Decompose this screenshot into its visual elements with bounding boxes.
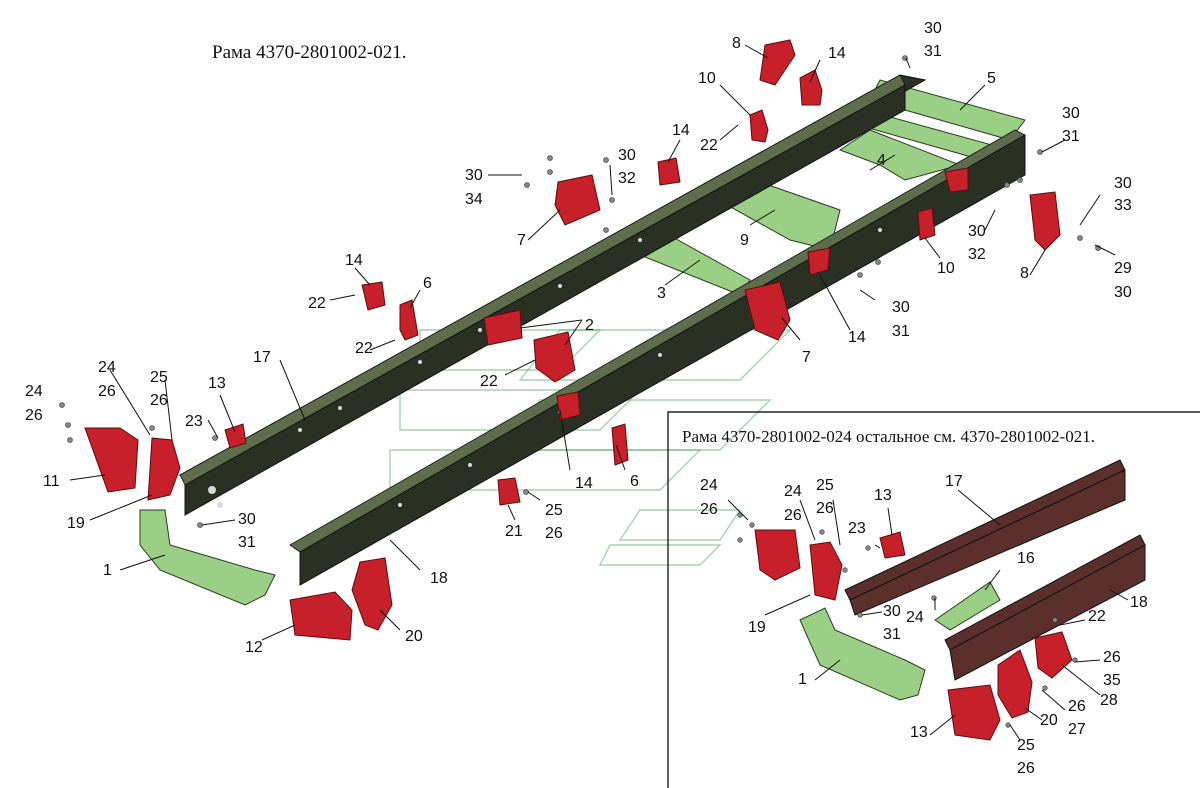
callout: 30 (1062, 105, 1080, 122)
main-callout-labels: 8 14 30 31 5 10 14 22 30 31 4 30 32 30 3… (25, 20, 1132, 656)
callout: 16 (1017, 550, 1035, 567)
callout: 14 (672, 122, 690, 139)
callout: 27 (1068, 721, 1086, 738)
callout: 26 (1017, 760, 1035, 777)
callout: 22 (355, 340, 373, 357)
callout: 30 (1114, 284, 1132, 301)
callout: 24 (98, 359, 116, 376)
callout: 18 (1130, 594, 1148, 611)
callout: 26 (25, 407, 43, 424)
callout: 10 (698, 70, 716, 87)
callout: 32 (968, 246, 986, 263)
callout: 26 (816, 500, 834, 517)
callout: 25 (816, 477, 834, 494)
callout: 24 (700, 477, 718, 494)
callout: 11 (43, 473, 60, 490)
callout: 13 (910, 724, 928, 741)
callout: 22 (308, 295, 326, 312)
main-title: Рама 4370-2801002-021. (212, 42, 406, 63)
callout: 10 (937, 260, 955, 277)
callout: 26 (784, 507, 802, 524)
crossmember-4 (838, 129, 962, 181)
callout: 30 (238, 511, 256, 528)
callout: 24 (25, 383, 43, 400)
callout: 26 (150, 392, 168, 409)
callout: 30 (892, 299, 910, 316)
callout: 26 (1068, 698, 1086, 715)
callout: 14 (345, 252, 363, 269)
callout: 31 (883, 626, 901, 643)
callout: 22 (700, 137, 718, 154)
callout: 2 (585, 317, 594, 334)
callout: 31 (892, 323, 910, 340)
callout: 22 (480, 373, 498, 390)
callout: 29 (1114, 260, 1132, 277)
callout: 30 (968, 223, 986, 240)
callout: 5 (987, 70, 996, 87)
callout: 31 (1062, 128, 1080, 145)
callout: 25 (545, 502, 563, 519)
callout: 33 (1114, 197, 1132, 214)
callout: 13 (874, 487, 892, 504)
callout: 6 (423, 275, 432, 292)
callout: 23 (185, 413, 203, 430)
callout: 4 (877, 152, 886, 169)
frame-rail-18 (289, 129, 1026, 586)
callout: 31 (238, 534, 256, 551)
callout: 20 (1040, 712, 1058, 729)
callout: 3 (657, 285, 666, 302)
callout: 1 (798, 671, 807, 688)
callout: 19 (748, 619, 766, 636)
callout: 30 (1114, 175, 1132, 192)
callout: 18 (430, 570, 448, 587)
callout: 24 (784, 483, 802, 500)
callout: 30 (883, 603, 901, 620)
callout: 17 (253, 349, 271, 366)
callout: 12 (245, 639, 263, 656)
callout: 30 (924, 20, 942, 37)
callout: 26 (545, 525, 563, 542)
callout: 24 (906, 609, 924, 626)
callout: 1 (103, 562, 112, 579)
callout: 35 (1103, 672, 1121, 689)
callout: 14 (848, 329, 866, 346)
bolts (59, 55, 1101, 528)
callout: 14 (828, 45, 846, 62)
callout: 23 (848, 520, 866, 537)
inset-panel: Рама 4370-2801002-024 остальное см. 4370… (667, 411, 1200, 788)
callout: 25 (150, 369, 168, 386)
callout: 22 (1088, 608, 1106, 625)
callout: 30 (618, 147, 636, 164)
callout: 31 (924, 43, 942, 60)
callout: 7 (517, 232, 526, 249)
callout: 34 (465, 191, 483, 208)
callout: 25 (1017, 737, 1035, 754)
callout: 19 (67, 515, 85, 532)
callout: 30 (465, 167, 483, 184)
callout: 13 (208, 375, 226, 392)
callout: 14 (575, 475, 593, 492)
callout: 9 (740, 232, 749, 249)
callout: 28 (1100, 692, 1118, 709)
inset-title: Рама 4370-2801002-024 остальное см. 4370… (682, 427, 1095, 446)
callout: 8 (1020, 265, 1029, 282)
callout: 6 (630, 473, 639, 490)
frame-rail-17 (178, 74, 927, 516)
callout: 20 (405, 628, 423, 645)
callout: 32 (618, 170, 636, 187)
callout: 26 (700, 501, 718, 518)
callout: 7 (802, 349, 811, 366)
leader-lines (69, 44, 1116, 641)
callout: 17 (945, 473, 963, 490)
callout: 8 (732, 35, 741, 52)
callout: 21 (505, 523, 523, 540)
callout: 26 (1103, 649, 1121, 666)
front-crossmember-1 (139, 509, 276, 606)
callout: 26 (98, 383, 116, 400)
